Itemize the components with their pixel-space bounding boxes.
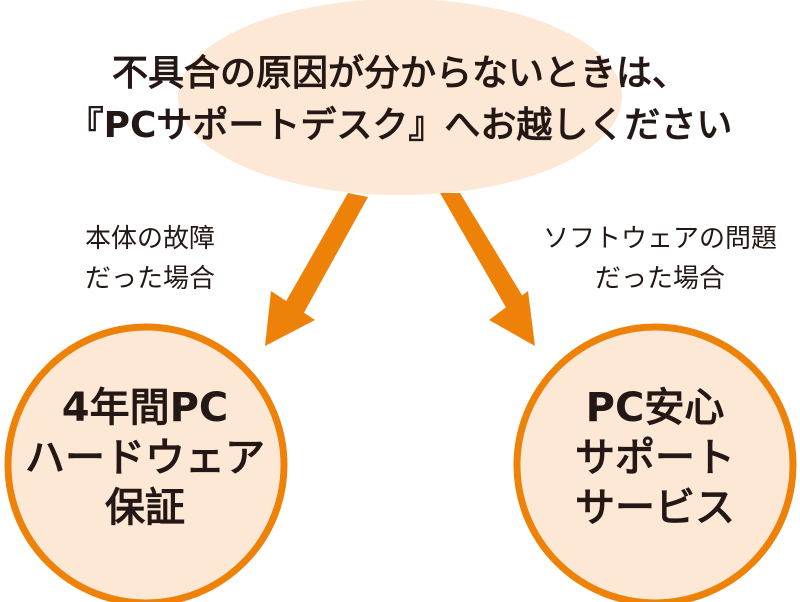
left-destination-circle (4, 323, 288, 602)
arrow-right-shaft (440, 193, 531, 318)
right-destination-circle (513, 323, 797, 602)
arrow-left-shaft (281, 193, 368, 318)
support-service-label: PC安心 サポート サービス (510, 383, 800, 533)
support-service-line-3: サービス (575, 485, 735, 531)
hardware-warranty-label: 4年間PC ハードウェア 保証 (0, 383, 290, 533)
top-bubble (178, 0, 622, 195)
right-branch-label: ソフトウェアの問題 だった場合 (520, 219, 800, 299)
support-service-line-1: PC安心 (585, 385, 725, 431)
arrow-left-head (265, 291, 315, 346)
hardware-warranty-line-2: ハードウェア (25, 435, 265, 481)
hardware-warranty-line-3: 保証 (105, 485, 185, 531)
arrow-down-right-icon (440, 193, 535, 346)
left-branch-label: 本体の故障 だった場合 (30, 219, 270, 299)
right-branch-label-line-1: ソフトウェアの問題 (542, 224, 777, 254)
arrow-down-left-icon (265, 193, 368, 346)
hardware-warranty-line-1: 4年間PC (61, 385, 229, 431)
support-service-line-2: サポート (575, 435, 735, 481)
arrow-right-head (489, 291, 535, 346)
right-branch-label-line-2: だった場合 (594, 264, 725, 294)
headline-line-1: 不具合の原因が分からないときは、 (111, 53, 688, 94)
headline-line-2: 『PCサポートデスク』へお越しください (67, 105, 733, 146)
left-branch-label-line-2: だった場合 (84, 264, 215, 294)
left-branch-label-line-1: 本体の故障 (84, 224, 215, 254)
